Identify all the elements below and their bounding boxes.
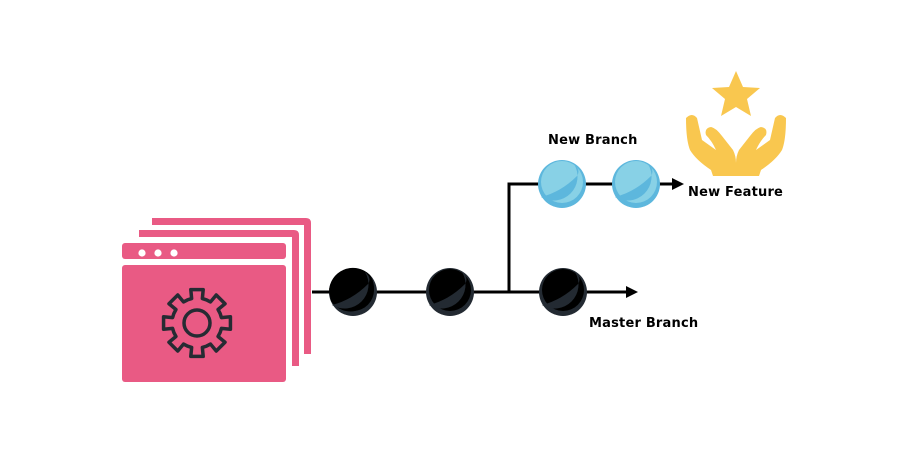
gear-icon [161,287,233,359]
master-branch-label: Master Branch [589,316,699,331]
star-icon [712,71,760,116]
left-hand-icon [686,115,736,176]
master-commit-node [539,268,587,316]
new-feature-label: New Feature [688,185,784,200]
hands-star-icon [686,71,786,176]
front-window-body [122,265,286,382]
window-dot-icon [138,249,146,257]
right-hand-icon [736,115,786,176]
new-branch-label: New Branch [548,133,638,148]
branch-arrowhead [672,178,684,190]
master-arrowhead [626,286,638,298]
branch-commit-node [538,160,586,208]
front-window-titlebar [122,243,286,259]
app-window-stack [122,218,311,382]
branch-commit-node [612,160,660,208]
master-commit-node [426,268,474,316]
window-dot-icon [170,249,178,257]
window-dot-icon [154,249,162,257]
master-commit-node [328,267,377,316]
